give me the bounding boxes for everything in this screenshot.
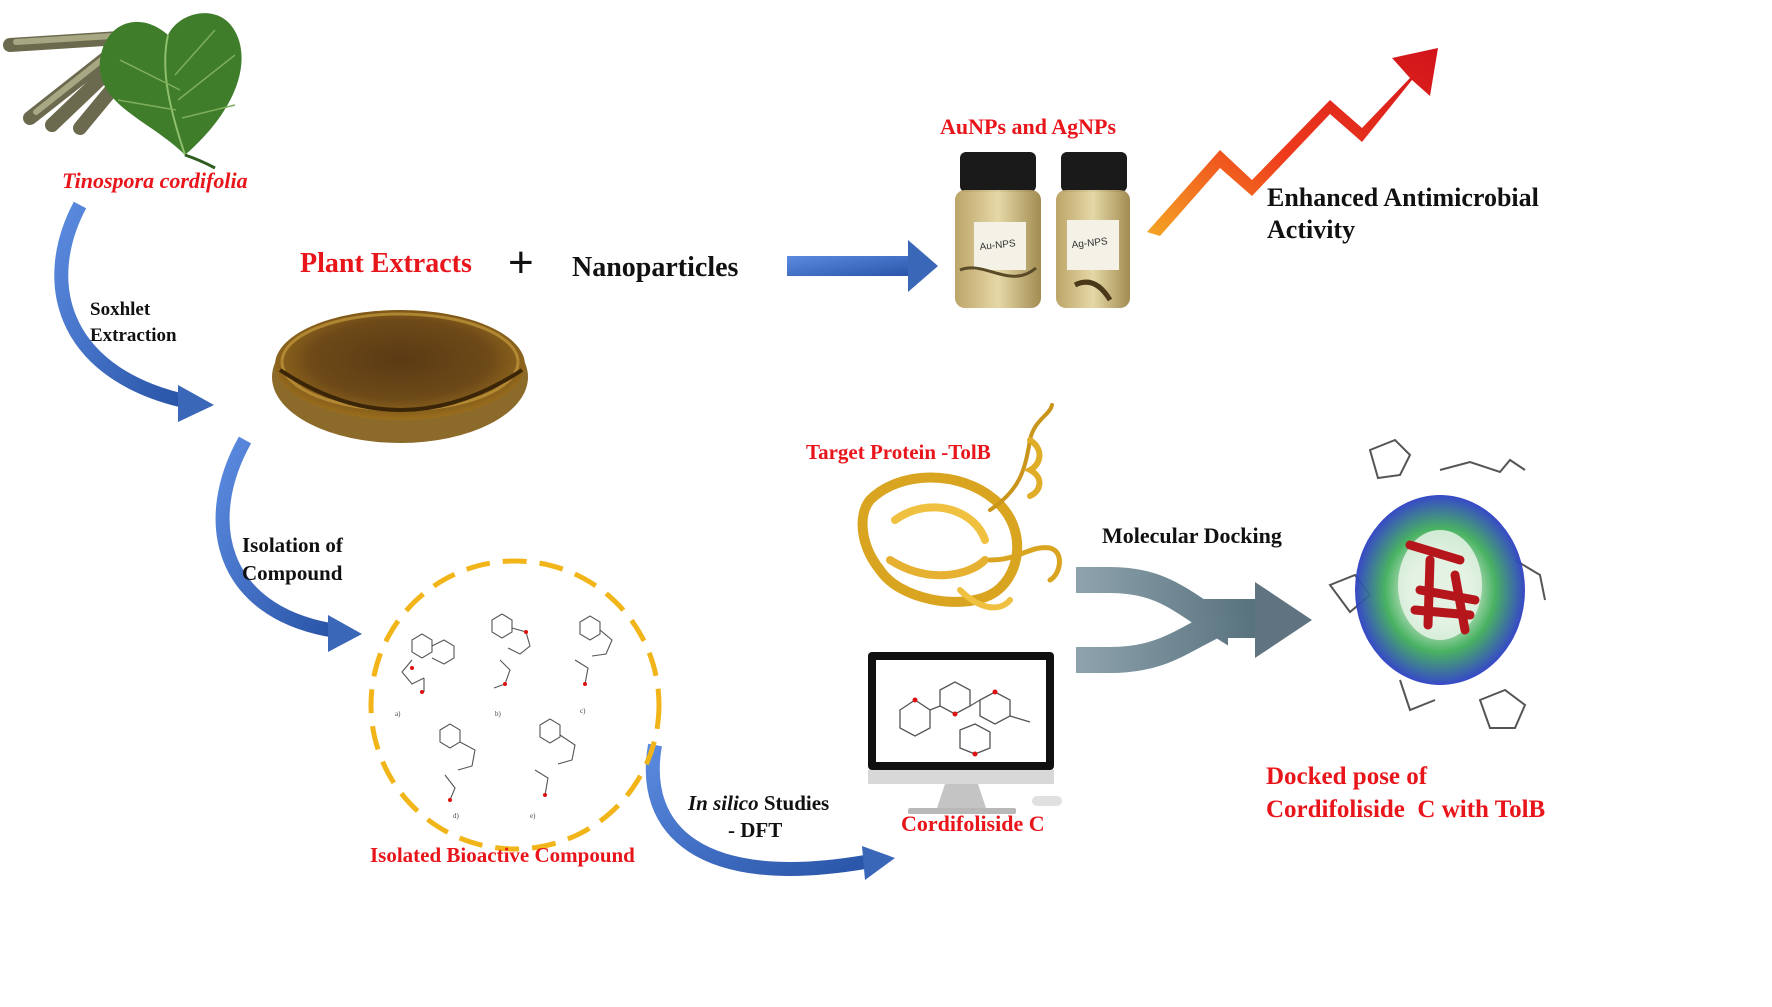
- ag-np-vial: [1056, 152, 1130, 308]
- cordifoliside-label: Cordifoliside C: [901, 811, 1045, 836]
- soxhlet-line-1: Soxhlet: [90, 299, 151, 320]
- computer-monitor-image: [868, 652, 1062, 814]
- nanoparticles-label: Nanoparticles: [572, 252, 739, 283]
- dft-text: - DFT: [728, 818, 783, 842]
- aunps-agnps-label: AuNPs and AgNPs: [940, 114, 1117, 139]
- in-silico-label: In silico Studies - DFT: [688, 790, 829, 844]
- isolation-line-1: Isolation of: [242, 533, 343, 557]
- enhanced-activity-red-arrow: [1147, 48, 1438, 236]
- docked-line-2: Cordifoliside C with TolB: [1266, 796, 1546, 823]
- in-silico-italic-text: In silico: [688, 791, 759, 815]
- chemical-structures: [401, 613, 613, 801]
- target-protein-label: Target Protein -TolB: [806, 440, 991, 464]
- soxhlet-curved-arrow: [54, 201, 214, 422]
- structure-label-a: a): [395, 710, 401, 718]
- plant-extract-dish-image: [272, 310, 528, 443]
- tolb-protein-image: [857, 403, 1062, 611]
- molecular-docking-arrow: [1076, 567, 1312, 673]
- docked-pose-label: Docked pose of Cordifoliside C with TolB: [1266, 760, 1545, 826]
- isolation-label: Isolation of Compound: [242, 531, 343, 587]
- structure-label-c: c): [580, 707, 586, 715]
- au-np-vial: [955, 152, 1041, 308]
- in-silico-rest-text: Studies: [758, 791, 830, 815]
- structure-label-b: b): [495, 710, 502, 718]
- tinospora-plant-image: [3, 13, 242, 170]
- docked-line-1: Docked pose of: [1266, 763, 1428, 790]
- structure-label-d: d): [453, 812, 460, 820]
- structure-label-e: e): [530, 812, 536, 820]
- isolated-bioactive-label: Isolated Bioactive Compound: [370, 843, 635, 867]
- soxhlet-line-2: Extraction: [90, 325, 177, 346]
- isolation-curved-arrow: [215, 436, 362, 652]
- molecular-docking-label: Molecular Docking: [1102, 523, 1282, 548]
- in-silico-curved-arrow: [645, 743, 895, 880]
- enhanced-line-1: Enhanced Antimicrobial: [1267, 183, 1539, 212]
- nanoparticles-straight-arrow: [787, 240, 938, 292]
- plant-name-label: Tinospora cordifolia: [62, 168, 248, 193]
- docked-pose-image: [1328, 438, 1546, 729]
- vial-right-label: Ag-NPS: [1071, 236, 1108, 251]
- vial-left-label: Au-NPS: [979, 238, 1016, 253]
- isolation-line-2: Compound: [242, 561, 343, 585]
- plant-extracts-label: Plant Extracts: [300, 248, 472, 279]
- plus-sign: +: [508, 238, 534, 287]
- soxhlet-extraction-label: Soxhlet Extraction: [90, 297, 177, 349]
- isolated-compounds-circle: a) b) c) d) e): [368, 558, 662, 852]
- enhanced-activity-label: Enhanced Antimicrobial Activity: [1267, 182, 1539, 246]
- enhanced-line-2: Activity: [1267, 215, 1356, 244]
